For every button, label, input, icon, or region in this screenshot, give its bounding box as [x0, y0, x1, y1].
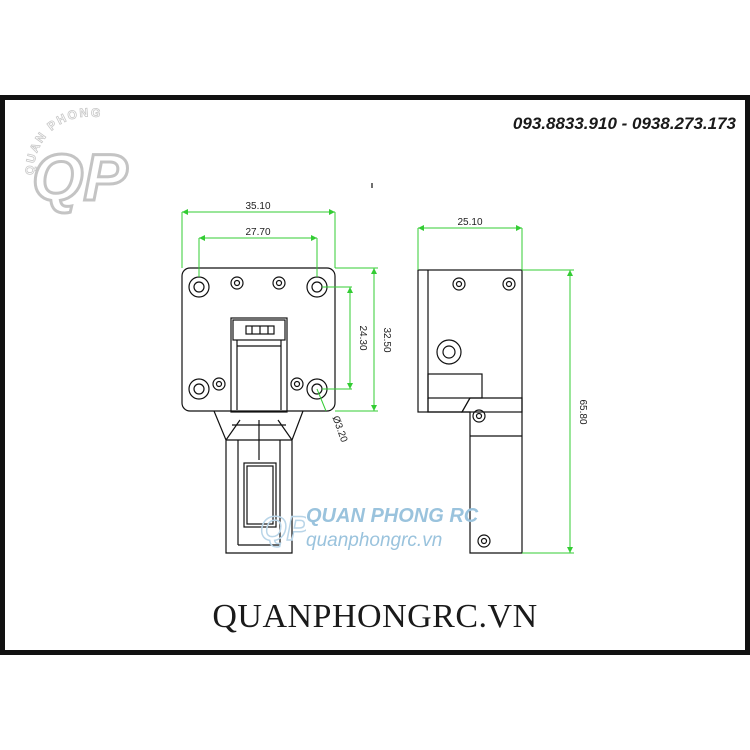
dim-hole-diameter: Ø3.20	[330, 414, 350, 444]
strut-slot	[243, 462, 277, 528]
retract-arm	[427, 373, 483, 399]
front-view	[181, 267, 336, 554]
dimension-lines	[181, 211, 574, 554]
qp-logo: QUAN PHONG QP	[22, 105, 130, 216]
dim-side-height: 65.80	[577, 399, 588, 424]
watermark-url: quanphongrc.vn	[306, 530, 443, 551]
mounting-plate	[181, 267, 336, 412]
screw-hole	[272, 276, 286, 290]
svg-text:QP: QP	[260, 510, 306, 548]
side-view	[417, 269, 523, 554]
website-title: QUANPHONGRC.VN	[212, 598, 538, 635]
screw-hole	[230, 276, 244, 290]
screw-hole	[477, 534, 491, 548]
screw-hole	[472, 409, 486, 423]
drawing-frame	[0, 95, 750, 655]
logo-letters: QP	[32, 140, 128, 214]
pivot-bearing	[436, 339, 462, 365]
watermark-name: QUAN PHONG RC	[306, 505, 479, 527]
gear-housing	[230, 317, 288, 413]
mount-hole	[188, 276, 210, 298]
screw-hole	[452, 277, 466, 291]
dim-hole-spacing-x: 27.70	[245, 227, 270, 238]
side-strut	[460, 397, 523, 554]
screw-hole	[290, 377, 304, 391]
screw-hole	[212, 377, 226, 391]
phone-number: 093.8833.910 - 0938.273.173	[512, 114, 736, 133]
dim-hole-spacing-y: 24.30	[357, 325, 368, 350]
screw-hole	[502, 277, 516, 291]
dim-front-width: 35.10	[245, 201, 270, 212]
dim-side-width: 25.10	[457, 217, 482, 228]
mount-hole	[188, 378, 210, 400]
side-body	[417, 269, 523, 413]
landing-strut	[213, 410, 304, 554]
dim-front-height: 32.50	[381, 327, 392, 352]
watermark-logo-icon: QP	[259, 509, 306, 548]
